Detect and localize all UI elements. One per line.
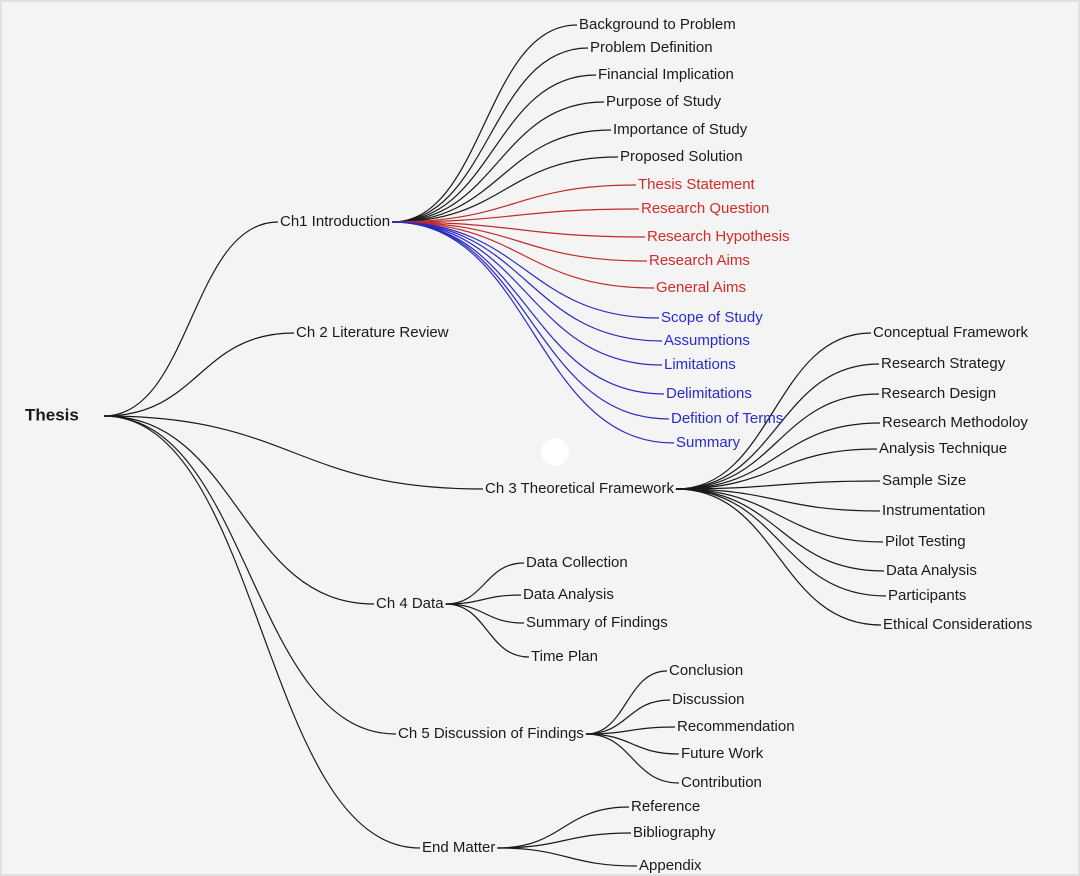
edge-ch-3-theoretical-framework-to-participants [675, 488, 887, 597]
edge-ch1-introduction-to-thesis-statement [392, 184, 637, 223]
leaf-node-importance-of-study: Importance of Study [613, 121, 748, 138]
edge-root-to-ch1-introduction [103, 221, 279, 417]
edge-ch-3-theoretical-framework-to-research-strategy [675, 363, 880, 490]
edge-root-to-end-matter [103, 415, 421, 849]
leaf-node-general-aims: General Aims [656, 279, 746, 296]
leaf-node-data-collection: Data Collection [526, 554, 628, 571]
edge-ch1-introduction-to-importance-of-study [392, 129, 612, 223]
edge-layer [103, 24, 887, 867]
edge-ch1-introduction-to-defition-of-terms [392, 221, 670, 420]
leaf-node-financial-implication: Financial Implication [598, 66, 734, 83]
leaf-node-assumptions: Assumptions [664, 332, 750, 349]
leaf-node-research-design: Research Design [881, 385, 996, 402]
branch-node-ch-4-data: Ch 4 Data [376, 595, 444, 612]
leaf-node-time-plan: Time Plan [531, 648, 598, 665]
edge-ch-3-theoretical-framework-to-pilot-testing [675, 488, 884, 543]
leaf-node-ethical-considerations: Ethical Considerations [883, 616, 1032, 633]
edge-ch1-introduction-to-financial-implication [392, 74, 597, 223]
leaf-node-future-work: Future Work [681, 745, 764, 762]
edge-ch-3-theoretical-framework-to-sample-size [675, 480, 881, 490]
branch-node-ch1-introduction: Ch1 Introduction [280, 213, 390, 230]
leaf-node-research-strategy: Research Strategy [881, 355, 1006, 372]
leaf-node-research-hypothesis: Research Hypothesis [647, 228, 790, 245]
leaf-node-appendix: Appendix [639, 857, 702, 874]
leaf-node-summary-of-findings: Summary of Findings [526, 614, 668, 631]
edge-ch-4-data-to-summary-of-findings [445, 603, 525, 624]
branch-node-ch-5-discussion-of-findings: Ch 5 Discussion of Findings [398, 725, 584, 742]
leaf-node-summary: Summary [676, 434, 741, 451]
leaf-node-scope-of-study: Scope of Study [661, 309, 763, 326]
edge-ch1-introduction-to-problem-definition [392, 47, 589, 223]
edge-ch-3-theoretical-framework-to-data-analysis [675, 488, 885, 572]
edge-ch1-introduction-to-proposed-solution [392, 156, 619, 223]
edge-ch1-introduction-to-research-aims [392, 221, 648, 262]
edge-ch1-introduction-to-research-question [392, 208, 640, 223]
leaf-node-data-analysis: Data Analysis [886, 562, 977, 579]
leaf-node-bibliography: Bibliography [633, 824, 716, 841]
edge-ch1-introduction-to-assumptions [392, 221, 663, 342]
leaf-node-sample-size: Sample Size [882, 472, 966, 489]
leaf-node-proposed-solution: Proposed Solution [620, 148, 743, 165]
leaf-node-data-analysis: Data Analysis [523, 586, 614, 603]
leaf-node-pilot-testing: Pilot Testing [885, 533, 966, 550]
edge-ch-3-theoretical-framework-to-research-methodoloy [675, 422, 881, 490]
edge-ch-5-discussion-of-findings-to-conclusion [585, 670, 668, 735]
edge-root-to-ch-2-literature-review [103, 332, 295, 417]
leaf-node-research-methodoloy: Research Methodoloy [882, 414, 1028, 431]
leaf-node-research-aims: Research Aims [649, 252, 750, 269]
branch-node-ch-3-theoretical-framework: Ch 3 Theoretical Framework [485, 480, 674, 497]
leaf-node-thesis-statement: Thesis Statement [638, 176, 756, 193]
leaf-node-problem-definition: Problem Definition [590, 39, 713, 56]
leaf-node-contribution: Contribution [681, 774, 762, 791]
label-layer: Thesis Ch1 Introduction Background to Prob… [25, 16, 1032, 874]
leaf-node-recommendation: Recommendation [677, 718, 795, 735]
leaf-node-analysis-technique: Analysis Technique [879, 440, 1007, 457]
leaf-node-participants: Participants [888, 587, 966, 604]
edge-end-matter-to-bibliography [497, 832, 632, 849]
edge-ch-3-theoretical-framework-to-analysis-technique [675, 448, 878, 490]
edge-ch-4-data-to-data-analysis [445, 594, 522, 605]
edge-root-to-ch-3-theoretical-framework [103, 415, 484, 490]
edge-end-matter-to-reference [497, 806, 630, 849]
edge-ch-3-theoretical-framework-to-conceptual-framework [675, 332, 872, 490]
leaf-node-discussion: Discussion [672, 691, 745, 708]
edge-end-matter-to-appendix [497, 847, 638, 867]
edge-ch1-introduction-to-research-hypothesis [392, 221, 646, 238]
edge-ch-5-discussion-of-findings-to-contribution [585, 733, 680, 784]
white-dot [541, 438, 569, 466]
edge-ch1-introduction-to-summary [392, 221, 675, 444]
leaf-node-conclusion: Conclusion [669, 662, 743, 679]
edge-root-to-ch-5-discussion-of-findings [103, 415, 397, 735]
edge-ch1-introduction-to-delimitations [392, 221, 665, 395]
edge-ch1-introduction-to-purpose-of-study [392, 101, 605, 223]
leaf-node-defition-of-terms: Defition of Terms [671, 410, 783, 427]
edge-ch-5-discussion-of-findings-to-discussion [585, 699, 671, 735]
leaf-node-conceptual-framework: Conceptual Framework [873, 324, 1029, 341]
edge-ch1-introduction-to-limitations [392, 221, 663, 366]
branch-node-end-matter: End Matter [422, 839, 495, 856]
leaf-node-research-question: Research Question [641, 200, 769, 217]
root-node-thesis: Thesis [25, 405, 79, 424]
branch-node-ch-2-literature-review: Ch 2 Literature Review [296, 324, 449, 341]
leaf-node-delimitations: Delimitations [666, 385, 752, 402]
leaf-node-limitations: Limitations [664, 356, 736, 373]
edge-ch1-introduction-to-scope-of-study [392, 221, 660, 319]
edge-ch-5-discussion-of-findings-to-future-work [585, 733, 680, 755]
edge-ch-3-theoretical-framework-to-ethical-considerations [675, 488, 882, 626]
edge-root-to-ch-4-data [103, 415, 375, 605]
edge-ch1-introduction-to-background-to-problem [392, 24, 578, 223]
leaf-node-background-to-problem: Background to Problem [579, 16, 736, 33]
edge-ch-3-theoretical-framework-to-instrumentation [675, 488, 881, 512]
edge-ch-5-discussion-of-findings-to-recommendation [585, 726, 676, 735]
edge-ch-4-data-to-data-collection [445, 562, 525, 605]
leaf-node-instrumentation: Instrumentation [882, 502, 985, 519]
edge-ch-4-data-to-time-plan [445, 603, 530, 658]
leaf-node-reference: Reference [631, 798, 700, 815]
edge-ch-3-theoretical-framework-to-research-design [675, 393, 880, 490]
leaf-node-purpose-of-study: Purpose of Study [606, 93, 722, 110]
edge-ch1-introduction-to-general-aims [392, 221, 655, 289]
